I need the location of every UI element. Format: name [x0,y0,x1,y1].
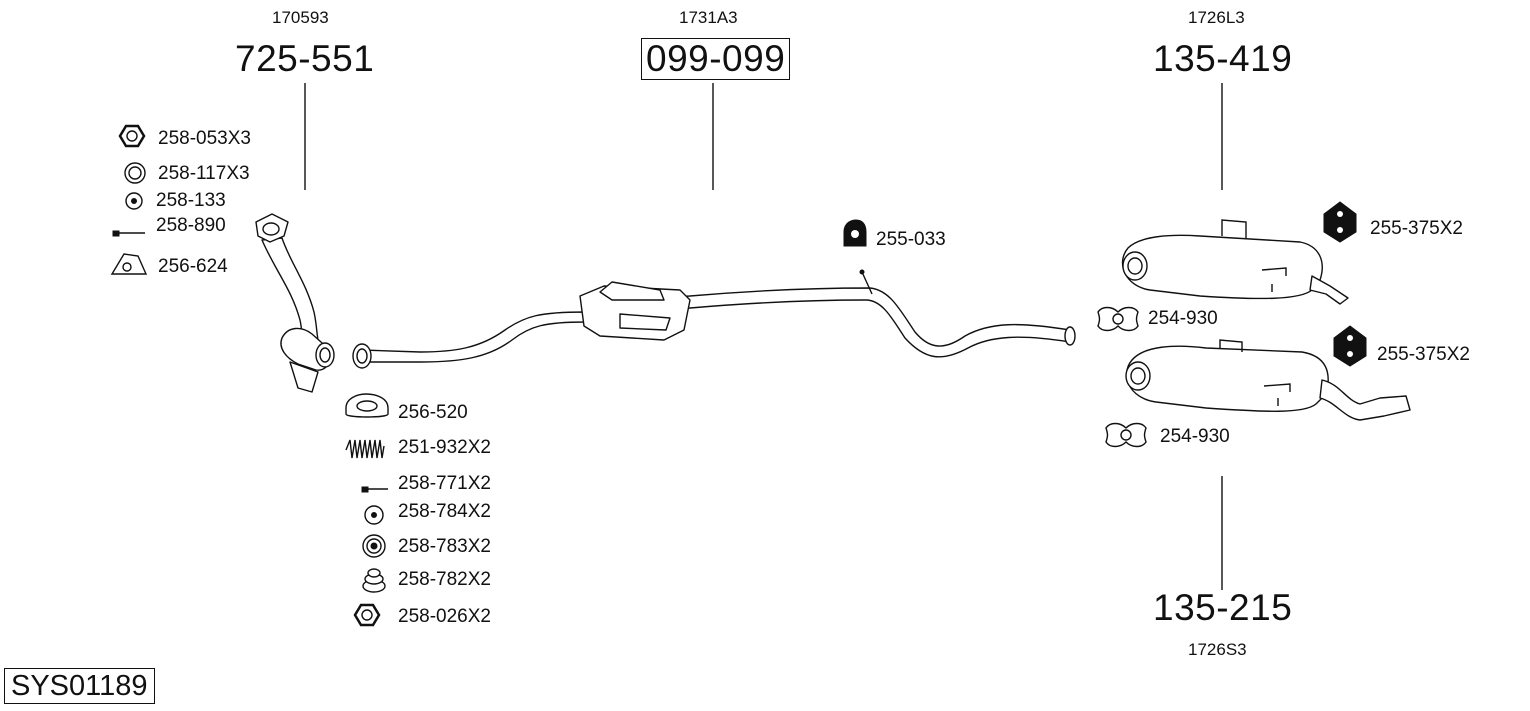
cone-gasket-icon [345,393,389,418]
accessory-label[interactable]: 258-783X2 [398,536,491,557]
double-washer-icon [362,534,386,558]
ring-washer-icon [124,162,146,184]
clamp-icon [1097,306,1139,332]
accessory-label[interactable]: 258-133 [156,190,226,211]
triangle-gasket-icon [110,253,148,275]
oem-number-label: 170593 [272,8,329,27]
accessory-label[interactable]: 258-117X3 [158,163,250,184]
accessory-label[interactable]: 255-033 [876,229,946,250]
oem-number-label: 1731A3 [679,8,738,27]
accessory-label[interactable]: 256-624 [158,256,228,277]
small-washer-icon [125,192,143,210]
part-number-135-215[interactable]: 135-215 [1153,587,1293,628]
part-number-725-551[interactable]: 725-551 [235,38,375,79]
rubber-mount-icon [1333,325,1367,367]
washer-icon [364,505,384,525]
rear-muffler-135-215 [1125,339,1411,421]
system-code-label: SYS01189 [4,668,155,704]
accessory-label[interactable]: 256-520 [398,402,468,423]
accessory-label[interactable]: 255-375X2 [1370,218,1463,239]
hex-nut-icon [353,603,381,627]
oem-number-label: 1726S3 [1188,640,1247,659]
front-pipe-725-551 [255,213,335,393]
accessory-label[interactable]: 251-932X2 [398,437,491,458]
oem-number-label: 1726L3 [1188,8,1245,27]
clamp-icon [1105,422,1147,448]
accessory-label[interactable]: 258-026X2 [398,606,491,627]
accessory-label[interactable]: 258-784X2 [398,501,491,522]
rubber-mount-icon [1323,201,1357,243]
bolt-icon [112,230,145,237]
accessory-label[interactable]: 258-771X2 [398,473,491,494]
center-pipe-099-099 [352,269,1076,369]
part-number-099-099[interactable]: 099-099 [641,38,791,80]
accessory-label[interactable]: 255-375X2 [1377,344,1470,365]
spring-icon [345,439,385,459]
accessory-label[interactable]: 254-930 [1148,308,1218,329]
hex-nut-icon [118,124,146,148]
bolt-icon [361,486,388,493]
accessory-label[interactable]: 258-782X2 [398,569,491,590]
accessory-label[interactable]: 258-053X3 [158,128,251,149]
accessory-label[interactable]: 258-890 [156,215,226,236]
part-number-135-419[interactable]: 135-419 [1153,38,1293,79]
rubber-hanger-icon [843,219,867,247]
accessory-label[interactable]: 254-930 [1160,426,1230,447]
stacked-washer-icon [362,568,386,593]
rear-muffler-135-419 [1121,219,1349,305]
